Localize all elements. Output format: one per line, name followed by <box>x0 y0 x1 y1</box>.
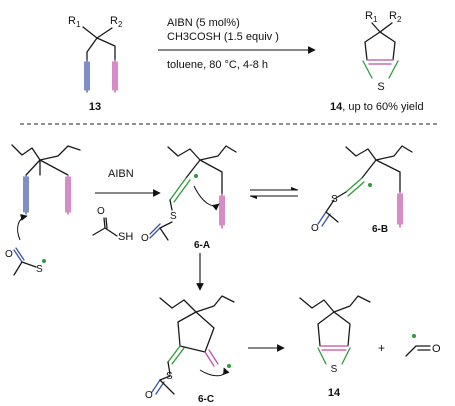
acetyl-radical-byproduct: + O <box>378 334 441 357</box>
product-r2-label: R2 <box>389 10 402 24</box>
label-6b: 6-B <box>372 224 388 235</box>
thiol-sh: SH <box>118 231 133 243</box>
plus-sign: + <box>378 341 385 355</box>
thiophene-s: S <box>377 81 384 93</box>
aibn-oxygen: O <box>97 206 105 217</box>
thioacetyl-radical: O S <box>5 247 46 276</box>
compound-13-label: 13 <box>89 101 101 113</box>
product-14-caption: 14, up to 60% yield <box>330 101 424 113</box>
equilibrium-arrows <box>249 186 299 200</box>
6b-sulfur: S <box>331 194 338 205</box>
reaction-conditions: toluene, 80 °C, 4-8 h <box>167 59 268 71</box>
product-14-top: R1 R2 S 14, up to 60% yield <box>330 10 424 113</box>
6b-radical-dot <box>368 183 372 187</box>
label-6c: 6-C <box>198 394 214 405</box>
radical-dot <box>42 259 46 263</box>
diyne-13: R1 R2 13 <box>68 15 123 113</box>
6b-oxygen: O <box>311 223 319 234</box>
aibn-label: AIBN <box>108 168 134 180</box>
cyclized-radical-6c: O S 6-C <box>145 295 235 405</box>
6c-sulfur: S <box>166 371 173 382</box>
14-sulfur: S <box>331 364 338 375</box>
vinyl-radical-6b: O S 6-B <box>311 145 413 235</box>
6a-oxygen: O <box>141 233 149 244</box>
product-14-mechanism: S 14 <box>299 295 371 399</box>
label-6a: 6-A <box>194 240 210 251</box>
top-reaction-arrow: AIBN (5 mol%) CH3COSH (1.5 equiv ) tolue… <box>158 17 316 71</box>
aibn-arrow: AIBN O SH <box>92 168 161 243</box>
r2-label: R2 <box>110 15 123 29</box>
r1-label: R1 <box>68 15 81 29</box>
oxygen-label: O <box>5 249 13 260</box>
vinyl-radical-6a: O S 6-A <box>141 145 237 251</box>
reagent-thioacetic-acid: CH3COSH (1.5 equiv ) <box>167 31 279 43</box>
6a-sulfur: S <box>170 211 177 222</box>
reagent-aibn: AIBN (5 mol%) <box>167 17 240 29</box>
label-14: 14 <box>328 387 341 399</box>
starting-diyne <box>11 144 81 241</box>
acetyl-radical-dot <box>412 334 416 338</box>
sulfur-label: S <box>36 264 43 275</box>
6c-radical-dot <box>227 364 231 368</box>
acetyl-oxygen: O <box>432 343 441 355</box>
6a-radical-dot <box>194 174 198 178</box>
product-r1-label: R1 <box>365 10 378 24</box>
6c-oxygen: O <box>145 390 153 401</box>
